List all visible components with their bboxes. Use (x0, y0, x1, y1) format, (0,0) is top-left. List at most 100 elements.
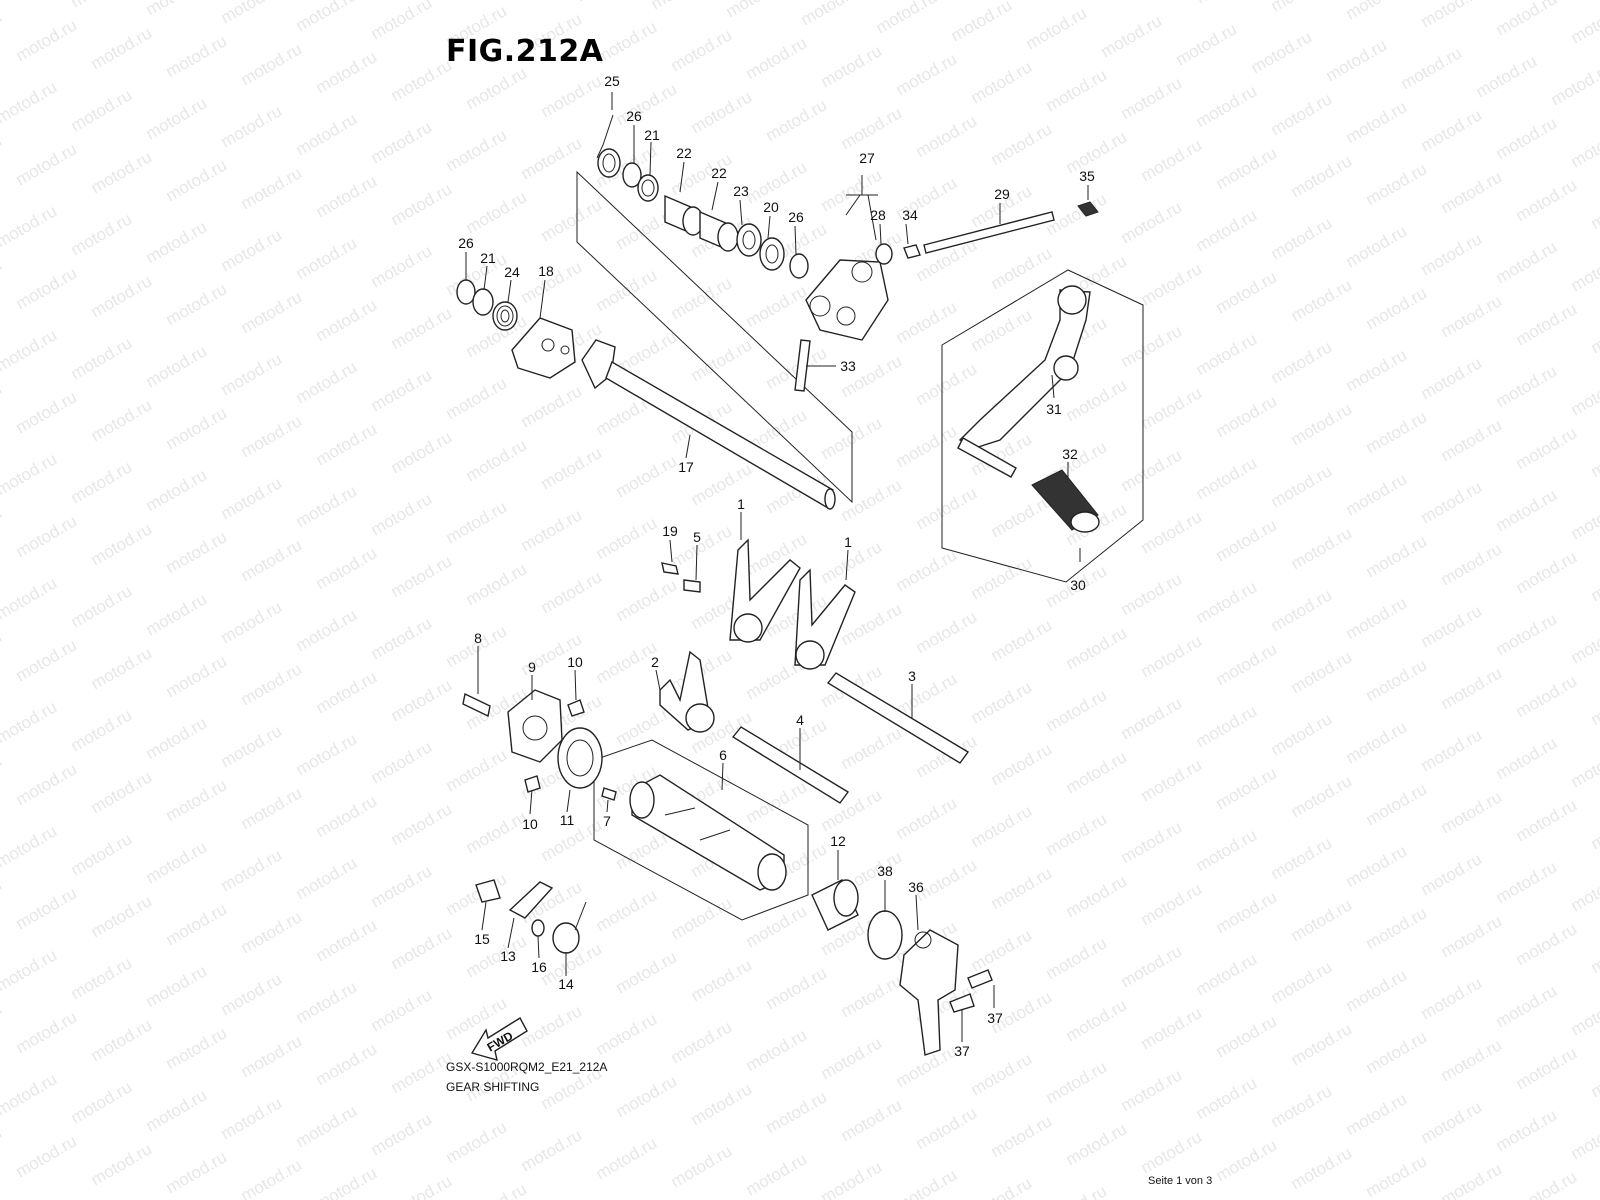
watermark-text: motod.ru (1568, 121, 1600, 171)
watermark-text: motod.ru (13, 387, 81, 437)
watermark-text: motod.ru (988, 243, 1056, 293)
watermark-text: motod.ru (1418, 1097, 1486, 1147)
circlip-21-left (472, 288, 494, 316)
watermark-text: motod.ru (1588, 307, 1600, 357)
watermark-text: motod.ru (1418, 725, 1486, 775)
watermark-text: motod.ru (1248, 27, 1316, 77)
watermark-text: motod.ru (218, 597, 286, 647)
watermark-text: motod.ru (798, 0, 866, 29)
watermark-text: motod.ru (818, 413, 886, 463)
bolt-10-b (524, 775, 541, 793)
watermark-text: motod.ru (1118, 321, 1186, 371)
gearshift-fork-2 (659, 650, 715, 733)
figure-title: FIG.212A (446, 34, 604, 69)
watermark-text: motod.ru (893, 669, 961, 719)
watermark-text: motod.ru (293, 605, 361, 655)
watermark-text: motod.ru (368, 737, 436, 787)
gearshift-shaft-17 (581, 339, 836, 510)
watermark-text: motod.ru (613, 79, 681, 129)
watermark-text: motod.ru (293, 977, 361, 1027)
watermark-text: motod.ru (218, 349, 286, 399)
callout-1: 1 (737, 496, 745, 512)
watermark-text: motod.ru (1098, 11, 1166, 61)
washer-16 (531, 919, 545, 937)
gearshift-rubber-32 (1031, 469, 1100, 533)
watermark-text: motod.ru (1418, 353, 1486, 403)
watermark-text: motod.ru (1268, 1081, 1336, 1131)
watermark-text: motod.ru (1363, 655, 1431, 705)
watermark-text: motod.ru (218, 101, 286, 151)
watermark-text: motod.ru (443, 869, 511, 919)
bearing-12 (811, 879, 859, 931)
watermark-text: motod.ru (723, 0, 791, 21)
watermark-text: motod.ru (1343, 841, 1411, 891)
watermark-text: motod.ru (1513, 919, 1581, 969)
watermark-text: motod.ru (368, 241, 436, 291)
watermark-text: motod.ru (368, 117, 436, 167)
watermark-text: motod.ru (238, 535, 306, 585)
watermark-text: motod.ru (13, 635, 81, 685)
watermark-text: motod.ru (1043, 65, 1111, 115)
watermark-text: motod.ru (613, 451, 681, 501)
watermark-text: motod.ru (0, 945, 60, 995)
watermark-text: motod.ru (1043, 1057, 1111, 1107)
watermark-text: motod.ru (1063, 1119, 1131, 1169)
watermark-text: motod.ru (463, 63, 531, 113)
watermark-text: motod.ru (238, 1031, 306, 1081)
watermark-text: motod.ru (763, 95, 831, 145)
watermark-text: motod.ru (238, 287, 306, 337)
callout-21: 21 (480, 250, 496, 266)
callout-29: 29 (994, 186, 1010, 202)
bolt-37-b (949, 993, 975, 1013)
watermark-text: motod.ru (238, 1155, 306, 1200)
callout-14: 14 (558, 976, 574, 992)
callout-15: 15 (474, 931, 490, 947)
watermark-text: motod.ru (0, 325, 60, 375)
watermark-text: motod.ru (1568, 0, 1600, 47)
watermark-text: motod.ru (463, 1179, 531, 1200)
watermark-text: motod.ru (68, 0, 136, 11)
model-code: GSX-S1000RQM2_E21_212A (446, 1060, 608, 1074)
watermark-text: motod.ru (1438, 1035, 1506, 1085)
watermark-text: motod.ru (313, 171, 381, 221)
watermark-text: motod.ru (1588, 679, 1600, 729)
watermark-text: motod.ru (968, 305, 1036, 355)
watermark-text: motod.ru (0, 255, 5, 305)
watermark-text: motod.ru (1063, 127, 1131, 177)
watermark-text: motod.ru (88, 23, 156, 73)
watermark-text: motod.ru (293, 0, 361, 35)
callout-33: 33 (840, 358, 856, 374)
watermark-text: motod.ru (893, 793, 961, 843)
watermark-text: motod.ru (1438, 787, 1506, 837)
gearshift-fork-1-a (729, 538, 801, 643)
watermark-text: motod.ru (763, 1087, 831, 1137)
watermark-text: motod.ru (1418, 973, 1486, 1023)
watermark-text: motod.ru (1438, 415, 1506, 465)
watermark-text: motod.ru (838, 475, 906, 525)
cam-stopper-plate-36 (899, 929, 959, 1056)
callout-7: 7 (603, 813, 611, 829)
callout-28: 28 (870, 207, 886, 223)
watermark-text: motod.ru (388, 1171, 456, 1200)
watermark-text: motod.ru (313, 1039, 381, 1089)
bolt-15 (475, 879, 501, 903)
callout-10: 10 (567, 654, 583, 670)
watermark-text: motod.ru (0, 77, 60, 127)
circlip-26 (789, 253, 809, 279)
watermark-text: motod.ru (688, 955, 756, 1005)
bolt-19 (661, 562, 679, 575)
watermark-text: motod.ru (1438, 539, 1506, 589)
watermark-text: motod.ru (1568, 245, 1600, 295)
watermark-text: motod.ru (0, 503, 5, 553)
watermark-text: motod.ru (1438, 663, 1506, 713)
watermark-text: motod.ru (1588, 803, 1600, 853)
watermark-text: motod.ru (1268, 89, 1336, 139)
watermark-text: motod.ru (238, 39, 306, 89)
gear-position-switch-27 (805, 259, 889, 341)
watermark-text: motod.ru (88, 1015, 156, 1065)
watermark-text: motod.ru (1138, 507, 1206, 557)
watermark-text: motod.ru (68, 829, 136, 879)
watermark-text: motod.ru (593, 885, 661, 935)
watermark-text: motod.ru (463, 807, 531, 857)
watermark-text: motod.ru (1288, 1019, 1356, 1069)
